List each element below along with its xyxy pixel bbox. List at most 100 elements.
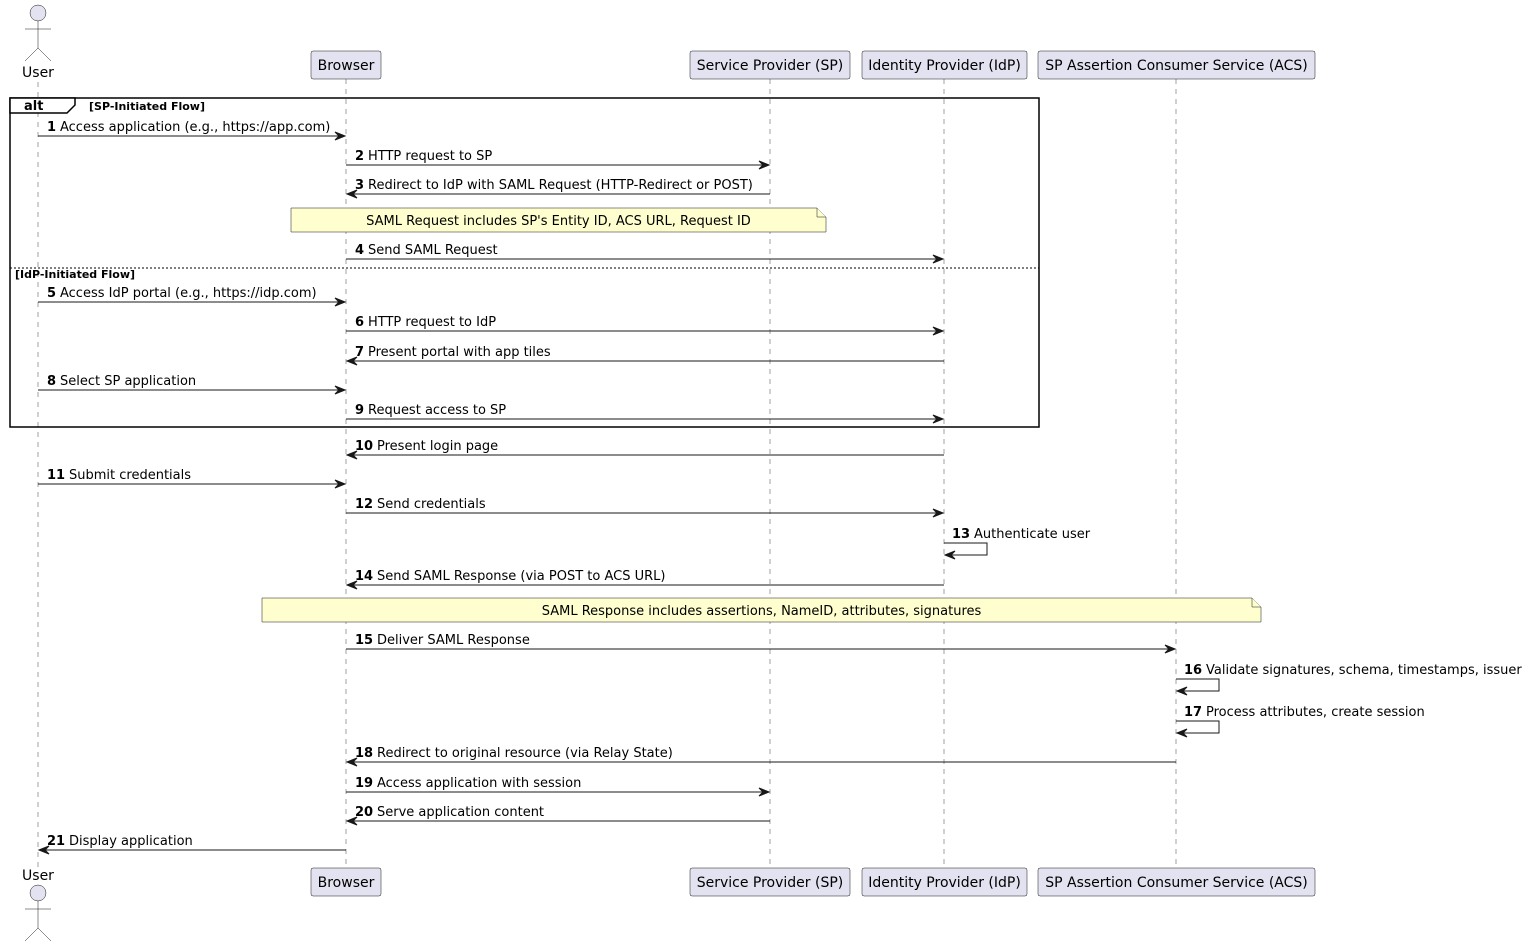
arrowhead-icon (345, 450, 358, 460)
actor-label: User (22, 65, 54, 81)
participant-label: SP Assertion Consumer Service (ACS) (1045, 875, 1308, 891)
arrowhead-icon (932, 254, 945, 264)
note-box (290, 207, 827, 233)
participant-browser-top: Browser (310, 50, 382, 80)
participant-label: SP Assertion Consumer Service (ACS) (1045, 58, 1308, 74)
message-number: 12 (355, 497, 373, 512)
message-11: 11 Submit credentials (38, 468, 347, 489)
participant-label: Service Provider (SP) (697, 875, 844, 891)
message-label: Access IdP portal (e.g., https://idp.com… (60, 286, 317, 301)
participant-idp-bottom: Identity Provider (IdP) (861, 867, 1028, 897)
message-number: 8 (47, 374, 56, 389)
message-label: Redirect to original resource (via Relay… (377, 746, 673, 761)
alt-keyword: alt (24, 99, 43, 114)
message-label: Present portal with app tiles (368, 345, 551, 360)
message-number: 14 (355, 569, 373, 584)
message-number: 6 (355, 315, 364, 330)
message-label: Submit credentials (69, 468, 191, 483)
message-label: HTTP request to IdP (368, 315, 496, 330)
arrowhead-icon (932, 326, 945, 336)
arrowhead-icon (345, 757, 358, 767)
message-label: Authenticate user (974, 527, 1091, 542)
participant-acs-bottom: SP Assertion Consumer Service (ACS) (1037, 867, 1316, 897)
participant-label: Browser (318, 875, 375, 891)
message-9: 9 Request access to SP (346, 403, 945, 424)
note-text: SAML Response includes assertions, NameI… (542, 604, 982, 619)
message-number: 17 (1184, 705, 1202, 720)
message-18: 18 Redirect to original resource (via Rel… (345, 746, 1176, 767)
participant-acs-top: SP Assertion Consumer Service (ACS) (1037, 50, 1316, 80)
participant-sp-bottom: Service Provider (SP) (689, 867, 851, 897)
participant-box (861, 867, 1028, 897)
arrowhead-icon (345, 356, 358, 366)
actor-leg-right (37, 47, 52, 62)
message-13: 13 Authenticate user (943, 527, 1091, 560)
arrowhead-icon (1175, 686, 1188, 696)
message-3: 3 Redirect to IdP with SAML Request (HTTP… (345, 178, 770, 199)
message-number: 11 (47, 468, 65, 483)
message-12: 12 Send credentials (346, 497, 945, 518)
participant-idp-top: Identity Provider (IdP) (861, 50, 1028, 80)
arrowhead-icon (334, 131, 347, 141)
participant-box (310, 867, 382, 897)
actor-leg-left (24, 927, 39, 942)
actor-bottom: User (22, 868, 54, 942)
message-number: 5 (47, 286, 56, 301)
message-arrow-line (1176, 720, 1220, 734)
arrowhead-icon (932, 508, 945, 518)
message-number: 20 (355, 805, 373, 820)
message-label: Redirect to IdP with SAML Request (HTTP-… (368, 178, 753, 193)
message-number: 9 (355, 403, 364, 418)
message-label: HTTP request to SP (368, 149, 492, 164)
arrowhead-icon (943, 550, 956, 560)
arrowhead-icon (334, 385, 347, 395)
participant-label: Identity Provider (IdP) (868, 875, 1021, 891)
message-6: 6 HTTP request to IdP (346, 315, 945, 336)
alt-condition-idp-initiated: [IdP-Initiated Flow] (15, 268, 135, 281)
message-label: Deliver SAML Response (377, 633, 530, 648)
arrowhead-icon (1164, 644, 1177, 654)
message-label: Access application with session (377, 776, 581, 791)
actor-top: User (22, 4, 54, 81)
note-fold (1251, 598, 1261, 608)
arrowhead-icon (758, 160, 771, 170)
actor-leg-left (24, 47, 39, 62)
message-number: 18 (355, 746, 373, 761)
message-number: 15 (355, 633, 373, 648)
message-number: 13 (952, 527, 970, 542)
actor-head-icon (29, 4, 47, 22)
note-2: SAML Response includes assertions, NameI… (261, 597, 1262, 623)
message-number: 3 (355, 178, 364, 193)
participant-box (1037, 50, 1316, 80)
arrowhead-icon (345, 189, 358, 199)
arrowhead-icon (345, 816, 358, 826)
note-text: SAML Request includes SP's Entity ID, AC… (366, 214, 751, 229)
actor-leg-right (37, 927, 52, 942)
message-label: Select SP application (60, 374, 196, 389)
participant-box (310, 50, 382, 80)
actor-label: User (22, 868, 54, 884)
participant-label: Service Provider (SP) (697, 58, 844, 74)
alt-frame (9, 97, 1040, 428)
message-number: 10 (355, 439, 373, 454)
note-box (261, 597, 1262, 623)
participant-box (689, 867, 851, 897)
message-15: 15 Deliver SAML Response (346, 633, 1177, 654)
alt-condition-sp-initiated: [SP-Initiated Flow] (89, 100, 205, 113)
arrowhead-icon (758, 787, 771, 797)
note-1: SAML Request includes SP's Entity ID, AC… (290, 207, 827, 233)
message-8: 8 Select SP application (38, 374, 347, 395)
alt-fragment: alt [SP-Initiated Flow] [IdP-Initiated Flo… (9, 97, 1040, 428)
message-label: Send credentials (377, 497, 486, 512)
participant-sp-top: Service Provider (SP) (689, 50, 851, 80)
message-number: 21 (47, 834, 65, 849)
message-number: 19 (355, 776, 373, 791)
message-label: Request access to SP (368, 403, 506, 418)
message-label: Serve application content (377, 805, 544, 820)
